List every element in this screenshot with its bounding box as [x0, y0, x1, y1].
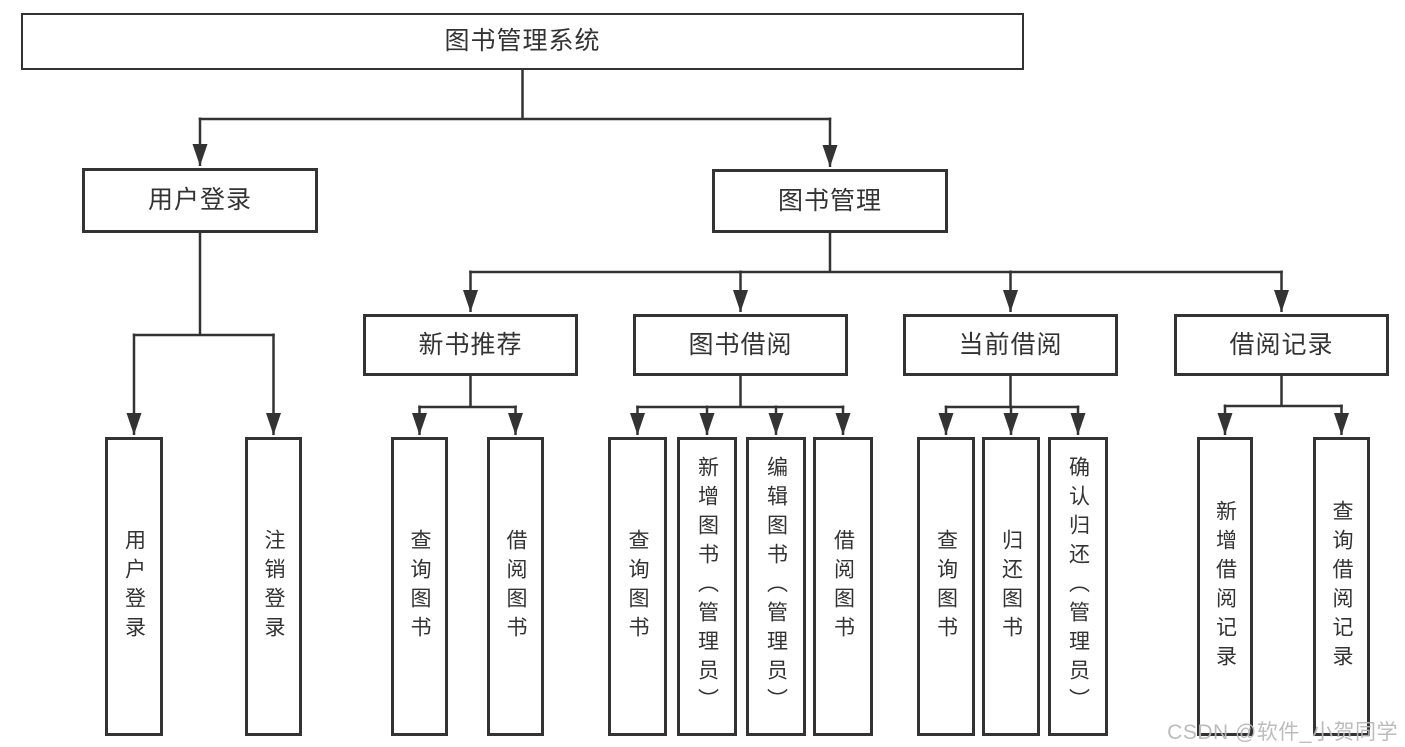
leaf-logout: 注销登录	[245, 437, 302, 736]
leaf-query-books-current: 查询图书	[917, 437, 975, 736]
node-book-borrowing: 图书借阅	[633, 314, 848, 376]
node-label: 图书管理	[777, 186, 882, 215]
node-label: 借阅图书	[831, 528, 855, 645]
node-label: 借阅记录	[1229, 330, 1334, 359]
node-label: 查询图书	[408, 528, 431, 645]
node-label: 用户登录	[147, 186, 252, 214]
node-label: 编辑图书（管理员）	[764, 456, 788, 717]
leaf-add-books-admin: 新增图书（管理员）	[677, 437, 737, 736]
node-label: 新增图书（管理员）	[695, 456, 719, 717]
node-label: 用户登录	[122, 528, 146, 645]
node-book-management: 图书管理	[712, 169, 948, 233]
node-label: 图书借阅	[688, 330, 793, 359]
node-root-library-system: 图书管理系统	[21, 13, 1024, 70]
node-label: 确认归还（管理员）	[1066, 456, 1090, 717]
leaf-borrow-books-borrowing: 借阅图书	[813, 437, 873, 736]
leaf-confirm-return-admin: 确认归还（管理员）	[1048, 437, 1108, 736]
leaf-return-books: 归还图书	[982, 437, 1040, 736]
leaf-query-borrow-record: 查询借阅记录	[1313, 437, 1370, 736]
node-user-login: 用户登录	[82, 168, 318, 233]
leaf-borrow-books-recommend: 借阅图书	[487, 437, 544, 736]
leaf-add-borrow-record: 新增借阅记录	[1197, 437, 1253, 736]
leaf-query-books-recommend: 查询图书	[391, 437, 448, 736]
node-current-borrowing: 当前借阅	[903, 314, 1118, 376]
node-label: 借阅图书	[504, 528, 527, 645]
node-label: 查询图书	[934, 528, 958, 645]
node-label: 新增借阅记录	[1213, 499, 1237, 674]
node-borrowing-records: 借阅记录	[1174, 314, 1389, 376]
node-label: 注销登录	[262, 528, 285, 645]
node-label: 图书管理系统	[444, 27, 601, 55]
csdn-watermark: CSDN @软件_小贺同学	[1167, 721, 1398, 744]
node-label: 当前借阅	[958, 330, 1063, 359]
leaf-user-login: 用户登录	[105, 437, 163, 736]
node-label: 归还图书	[999, 528, 1023, 645]
leaf-edit-books-admin: 编辑图书（管理员）	[746, 437, 806, 736]
node-label: 查询图书	[626, 528, 649, 645]
leaf-query-books-borrowing: 查询图书	[608, 437, 667, 736]
node-new-book-recommend: 新书推荐	[363, 314, 578, 376]
node-label: 查询借阅记录	[1330, 499, 1353, 674]
node-label: 新书推荐	[418, 330, 523, 359]
